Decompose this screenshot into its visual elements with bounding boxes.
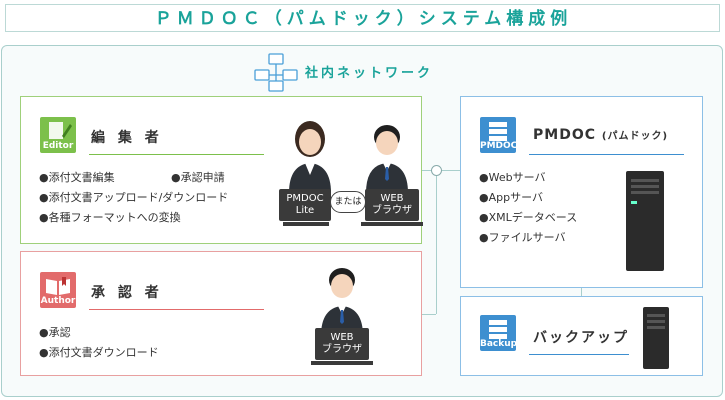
pmdoc-title-main: PMDOC [533, 127, 596, 143]
pmdoc-title-sub: (パムドック) [601, 131, 669, 142]
editor-item: ●添付文書アップロード/ダウンロード [39, 191, 229, 204]
server-icon [489, 320, 507, 339]
connector-author [422, 314, 436, 315]
book-icon [46, 277, 70, 295]
pmdoc-item: ●XMLデータベース [479, 211, 578, 224]
pmdoc-title: PMDOC (パムドック) [533, 127, 668, 143]
pmdoc-server-icon: PMDOC [480, 117, 518, 153]
author-icon-label: Author [40, 296, 76, 306]
editor-role-icon: Editor [40, 117, 76, 153]
backup-tower-icon [643, 307, 669, 369]
backup-server-icon: Backup [480, 315, 518, 351]
web-browser-device: WEB ブラウザ [315, 328, 369, 360]
editor-icon-label: Editor [42, 141, 74, 151]
device-stand [311, 361, 373, 365]
author-title-underline [89, 309, 264, 310]
network-icon [254, 53, 298, 92]
editor-user-icon [289, 121, 331, 193]
pmdoc-server-panel: PMDOC PMDOC (パムドック) ●Webサーバ ●Appサーバ ●XML… [460, 96, 703, 288]
device-label: WEB [380, 193, 404, 204]
device-stand [361, 222, 423, 226]
author-user-icon [321, 268, 363, 336]
server-icon [489, 122, 507, 141]
author-item: ●承認 [39, 326, 71, 339]
device-label: Lite [295, 205, 315, 216]
server-tower-icon [626, 171, 664, 271]
network-label: 社内ネットワーク [305, 66, 434, 81]
editor-title-underline [89, 154, 264, 155]
device-label: ブラウザ [372, 205, 412, 216]
editor-panel: Editor 編 集 者 ●添付文書編集 ●承認申請 ●添付文書アップロード/ダ… [20, 96, 423, 244]
pmdoc-title-underline [529, 154, 684, 155]
backup-title-underline [529, 354, 629, 355]
pmdoc-item: ●ファイルサーバ [479, 231, 566, 244]
device-label: WEB [330, 332, 354, 343]
editor-item: ●各種フォーマットへの変換 [39, 211, 181, 224]
author-item: ●添付文書ダウンロード [39, 346, 159, 359]
pmdoc-icon-label: PMDOC [480, 141, 518, 151]
pmdoc-lite-device: PMDOC Lite [279, 189, 331, 221]
author-role-icon: Author [40, 272, 76, 308]
or-badge: または [330, 191, 366, 213]
backup-panel: Backup バックアップ [460, 296, 703, 376]
author-panel: Author 承 認 者 ●承認 ●添付文書ダウンロード WEB ブラウザ [20, 251, 422, 376]
author-title: 承 認 者 [91, 285, 163, 301]
web-browser-device: WEB ブラウザ [365, 189, 419, 221]
device-label: PMDOC [286, 193, 324, 204]
backup-title: バックアップ [533, 330, 629, 346]
backup-icon-label: Backup [480, 339, 518, 349]
pen-icon [49, 122, 72, 139]
editor-item: ●承認申請 [171, 171, 225, 184]
connector-backup [581, 288, 582, 296]
pmdoc-item: ●Webサーバ [479, 171, 546, 184]
device-label: ブラウザ [322, 344, 362, 355]
connector-node [431, 165, 442, 176]
editor-user-icon [366, 125, 408, 193]
device-stand [283, 222, 329, 226]
title-banner: ＰＭＤＯＣ（パムドック）システム構成例 [5, 4, 720, 32]
editor-title: 編 集 者 [91, 130, 163, 146]
page-title: ＰＭＤＯＣ（パムドック）システム構成例 [154, 9, 573, 29]
pmdoc-item: ●Appサーバ [479, 191, 543, 204]
editor-item: ●添付文書編集 [39, 171, 115, 184]
connector-vertical [436, 170, 437, 314]
